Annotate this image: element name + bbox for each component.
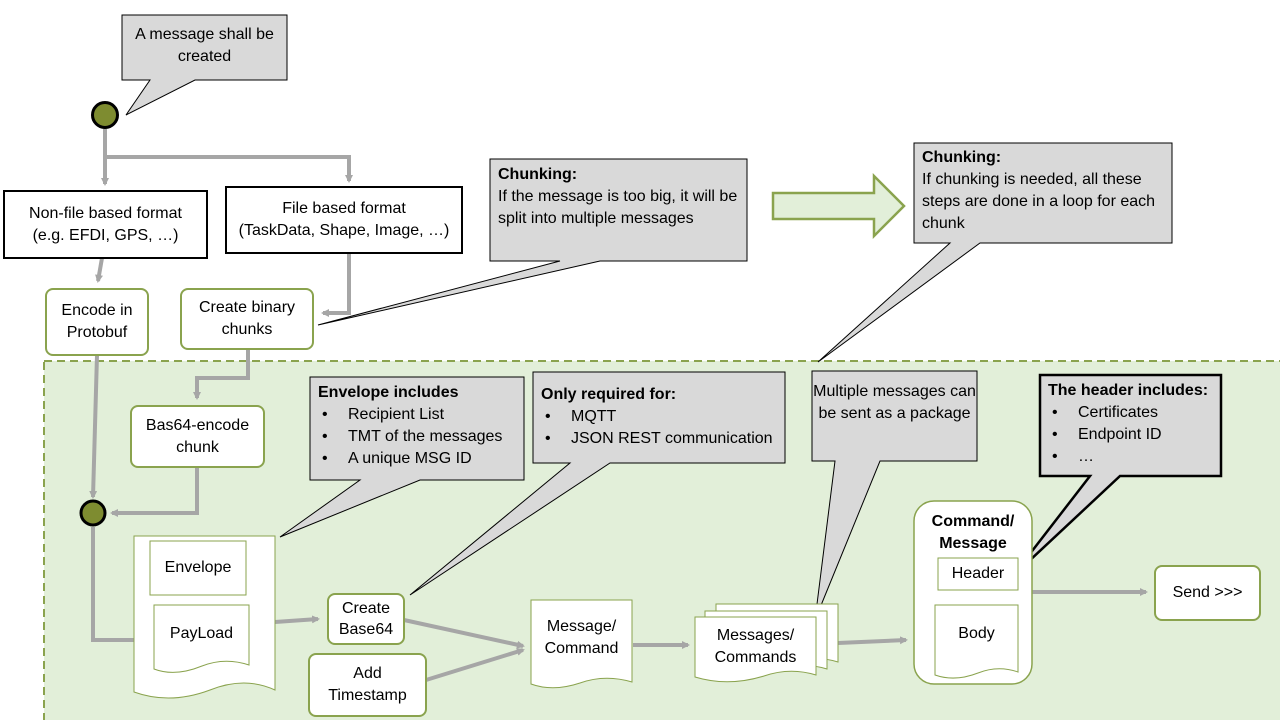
callout-chunking-left-title: Chunking: (498, 166, 578, 183)
callout-message-created-text: A message shall be created (135, 26, 274, 65)
callout-required-list: MQTT JSON REST communication (541, 406, 785, 450)
callout-message-created: A message shall be created (122, 24, 287, 68)
callout-chunking-right-text: If chunking is needed, all these steps a… (922, 171, 1156, 232)
wire-binary-to-base64encode (193, 350, 250, 400)
node-encode-line2: Protobuf (66, 324, 128, 341)
callout-chunking-left-shape (317, 158, 748, 326)
node-create-base64-line1: Create (341, 600, 391, 617)
wire-base64encode-to-merge (110, 467, 199, 517)
node-base64-encode-line2: chunk (176, 438, 219, 456)
wire-encode-to-merge (89, 354, 99, 499)
wire-createbase64-to-message (403, 618, 525, 649)
node-file-line2: (TaskData, Shape, Image, …) (238, 222, 450, 239)
callout-required-title: Only required for: (541, 386, 677, 403)
node-binary-line1: Create binary (198, 299, 296, 316)
callout-envelope-item: Recipient List (318, 404, 523, 426)
label-messages-commands: Messages/ Commands (695, 621, 816, 673)
label-payload: PayLoad (154, 612, 249, 656)
node-file-line1: File based format (282, 200, 406, 217)
header-box (937, 557, 1019, 591)
node-send: Send >>> (1154, 565, 1261, 621)
callout-chunking-left-text: If the message is too big, it will be sp… (498, 188, 738, 227)
label-body-text: Body (958, 625, 995, 642)
callout-header-list: Certificates Endpoint ID … (1048, 402, 1220, 468)
callout-envelope-item: A unique MSG ID (318, 448, 523, 470)
label-messages-commands-line1: Messages/ (716, 627, 795, 644)
callout-chunking-right: Chunking: If chunking is needed, all the… (922, 147, 1167, 235)
wire-nonfile-to-encode (95, 257, 104, 283)
callout-header-item: Endpoint ID (1048, 424, 1220, 446)
node-create-binary-chunks: Create binary chunks (180, 288, 314, 350)
node-timestamp-line1: Add (353, 665, 382, 682)
label-command-message: Command/ Message (914, 510, 1032, 556)
node-non-file-line1: Non-file based format (29, 204, 182, 222)
node-non-file-line2: (e.g. EFDI, GPS, …) (32, 226, 179, 244)
node-encode-protobuf: Encode in Protobuf (45, 288, 149, 356)
wire-file-to-binary (321, 253, 351, 317)
label-body: Body (935, 612, 1018, 656)
callout-header-item: Certificates (1048, 402, 1220, 424)
wire-merge-to-payload (91, 527, 151, 644)
node-send-text: Send >>> (1172, 584, 1243, 601)
callout-envelope: Envelope includes Recipient List TMT of … (318, 382, 523, 470)
callout-header-title: The header includes: (1048, 382, 1209, 399)
callout-chunking-right-title: Chunking: (922, 149, 1002, 166)
wire-payload-to-createbase64 (274, 615, 320, 624)
label-header-text: Header (951, 565, 1005, 582)
callout-multiple-shape (811, 370, 978, 621)
envelope-box (149, 540, 247, 596)
callout-required-item: JSON REST communication (541, 428, 785, 450)
callout-header-item: … (1048, 446, 1220, 468)
label-header: Header (938, 558, 1018, 590)
callout-chunking-right-shape (817, 142, 1173, 363)
start-node-dot (91, 101, 119, 129)
merge-node-dot (79, 499, 107, 527)
wire-start-to-file (105, 155, 353, 183)
node-base64-encode-line1: Bas64-encode (145, 416, 250, 434)
body-doc-shape (934, 604, 1019, 679)
callout-multiple-text: Multiple messages can be sent as a packa… (813, 383, 976, 422)
callout-envelope-title: Envelope includes (318, 384, 459, 401)
message-command-doc-shape (530, 599, 633, 689)
node-file-format: File based format (TaskData, Shape, Imag… (225, 186, 463, 254)
callout-header: The header includes: Certificates Endpoi… (1048, 380, 1220, 468)
label-payload-text: PayLoad (169, 625, 234, 642)
label-command-message-line2: Message (939, 535, 1007, 552)
label-message-command-line1: Message/ (546, 618, 617, 635)
callout-required-item: MQTT (541, 406, 785, 428)
label-message-command: Message/ Command (531, 608, 632, 668)
node-add-timestamp: Add Timestamp (308, 653, 427, 717)
label-messages-commands-line2: Commands (714, 649, 797, 666)
wire-timestamp-to-message (425, 647, 525, 682)
callout-required: Only required for: MQTT JSON REST commun… (541, 384, 785, 450)
node-timestamp-line2: Timestamp (328, 687, 407, 704)
node-encode-line1: Encode in (61, 302, 133, 319)
callout-envelope-list: Recipient List TMT of the messages A uni… (318, 404, 523, 470)
label-command-message-line1: Command/ (931, 513, 1015, 530)
label-envelope-text: Envelope (164, 559, 232, 576)
node-non-file-format: Non-file based format (e.g. EFDI, GPS, …… (3, 190, 208, 259)
callout-message-created-shape (121, 14, 288, 116)
callout-multiple: Multiple messages can be sent as a packa… (812, 381, 977, 425)
wire-messages-to-command (837, 636, 908, 645)
node-base64-encode-chunk: Bas64-encode chunk (130, 405, 265, 468)
callout-envelope-item: TMT of the messages (318, 426, 523, 448)
messages-stack-front (694, 616, 817, 683)
loop-arrow-shape (771, 172, 906, 240)
callout-chunking-left: Chunking: If the message is too big, it … (498, 164, 743, 230)
node-create-base64: Create Base64 (327, 593, 405, 645)
node-binary-line2: chunks (221, 321, 273, 338)
label-message-command-line2: Command (544, 640, 619, 657)
node-create-base64-line2: Base64 (338, 621, 394, 638)
label-envelope: Envelope (150, 541, 246, 595)
payload-doc-shape (153, 604, 250, 673)
